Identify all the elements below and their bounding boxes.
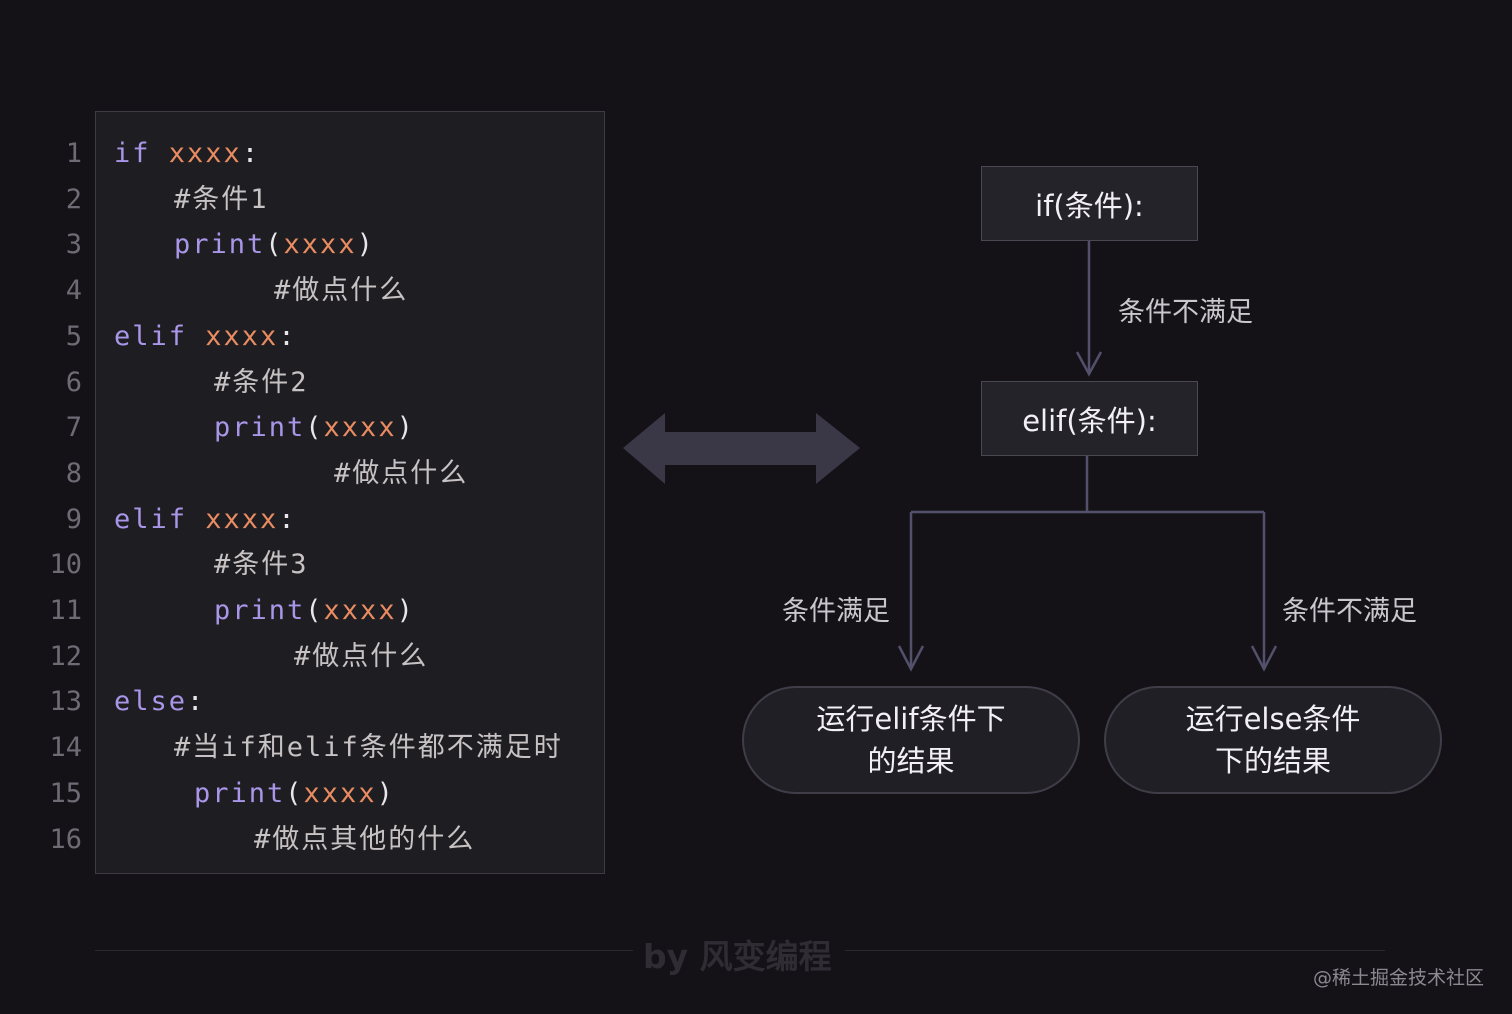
code-token: #条件2	[214, 366, 309, 398]
line-number: 12	[49, 640, 82, 672]
result-else: 运行else条件 下的结果	[1104, 686, 1442, 794]
arrowhead-right	[1250, 645, 1278, 672]
line-number: 2	[65, 183, 82, 215]
code-line: #做点什么	[294, 634, 428, 680]
code-token: )	[376, 777, 395, 809]
code-line: #条件3	[214, 542, 309, 588]
if-node: if(条件):	[981, 166, 1198, 241]
label-if-not-met: 条件不满足	[1118, 297, 1253, 328]
line-number: 6	[65, 366, 82, 398]
code-token: xxxx	[323, 595, 397, 626]
code-line: if xxxx:	[114, 131, 260, 177]
line-number: 1	[65, 138, 82, 169]
label-elif-not-met: 条件不满足	[1282, 596, 1417, 627]
code-token: (	[285, 777, 304, 809]
code-token: :	[187, 686, 206, 718]
result-elif: 运行elif条件下 的结果	[742, 686, 1080, 794]
code-token: #做点什么	[334, 457, 469, 489]
footer-credit: by 风变编程	[643, 937, 832, 976]
line-number: 11	[49, 595, 82, 626]
label-met: 条件满足	[782, 596, 890, 627]
result-else-line1: 运行else条件	[1185, 702, 1361, 736]
code-line: print(xxxx)	[194, 771, 395, 817]
line-number: 7	[65, 412, 82, 444]
code-line: #做点什么	[334, 451, 468, 497]
code-token: #做点什么	[294, 640, 429, 672]
line-number: 14	[49, 732, 82, 764]
code-line: elif xxxx:	[114, 497, 297, 543]
code-token: else	[114, 686, 188, 718]
line-number: 10	[49, 549, 82, 581]
code-token: xxxx	[205, 503, 279, 535]
code-token: :	[278, 320, 297, 352]
code-line: print(xxxx)	[214, 405, 415, 451]
code-line: print(xxxx)	[174, 222, 375, 268]
code-token: #条件1	[174, 183, 269, 215]
code-token: (	[265, 229, 284, 261]
double-arrow-icon	[623, 413, 860, 484]
result-else-line2: 下的结果	[1214, 744, 1331, 778]
code-line: print(xxxx)	[214, 588, 415, 634]
code-token: )	[396, 412, 415, 444]
watermark: @稀土掘金技术社区	[1312, 967, 1484, 989]
code-token: print	[194, 777, 286, 809]
code-line: #条件2	[214, 360, 309, 406]
if-node-label: if(条件):	[1035, 188, 1144, 223]
code-token: xxxx	[283, 229, 357, 261]
code-token: (	[305, 412, 324, 444]
code-line: elif xxxx:	[114, 314, 297, 360]
elif-node: elif(条件):	[981, 381, 1198, 456]
line-number: 4	[65, 275, 82, 307]
code-token: xxxx	[168, 138, 242, 169]
code-token: )	[396, 595, 415, 626]
elif-node-label: elif(条件):	[1022, 403, 1157, 438]
code-line: else:	[114, 679, 205, 725]
code-line: #条件1	[174, 177, 269, 223]
code-token: :	[241, 138, 261, 169]
code-token: if	[114, 138, 169, 169]
footer-divider-right	[845, 950, 1385, 951]
arrowhead-if-elif	[1075, 351, 1103, 377]
code-token: #当if和elif条件都不满足时	[174, 732, 563, 764]
code-token: )	[356, 229, 375, 261]
code-token: #做点什么	[274, 275, 409, 307]
code-token: (	[305, 595, 324, 626]
code-token: print	[214, 412, 306, 444]
code-token: print	[174, 229, 266, 261]
code-token: #做点其他的什么	[254, 823, 476, 855]
line-number: 8	[65, 457, 82, 489]
arrowhead-left	[897, 645, 925, 672]
code-line: #做点什么	[274, 268, 408, 314]
code-token: elif	[114, 320, 206, 352]
footer-divider-left	[95, 950, 633, 951]
code-token: xxxx	[205, 320, 279, 352]
result-elif-line1: 运行elif条件下	[816, 702, 1006, 736]
code-token: #条件3	[214, 549, 309, 581]
code-token: xxxx	[323, 412, 397, 444]
line-number: 3	[65, 229, 82, 261]
line-number: 16	[49, 823, 82, 855]
code-line: #当if和elif条件都不满足时	[174, 725, 563, 771]
line-number: 5	[65, 320, 82, 352]
line-number: 9	[65, 503, 82, 535]
code-token: elif	[114, 503, 206, 535]
result-elif-line2: 的结果	[867, 744, 955, 778]
line-number: 13	[49, 686, 82, 718]
code-line: #做点其他的什么	[254, 817, 475, 863]
code-token: xxxx	[303, 777, 377, 809]
line-number: 15	[49, 777, 82, 809]
code-panel	[95, 111, 605, 874]
code-token: print	[214, 595, 306, 626]
code-token: :	[278, 503, 297, 535]
